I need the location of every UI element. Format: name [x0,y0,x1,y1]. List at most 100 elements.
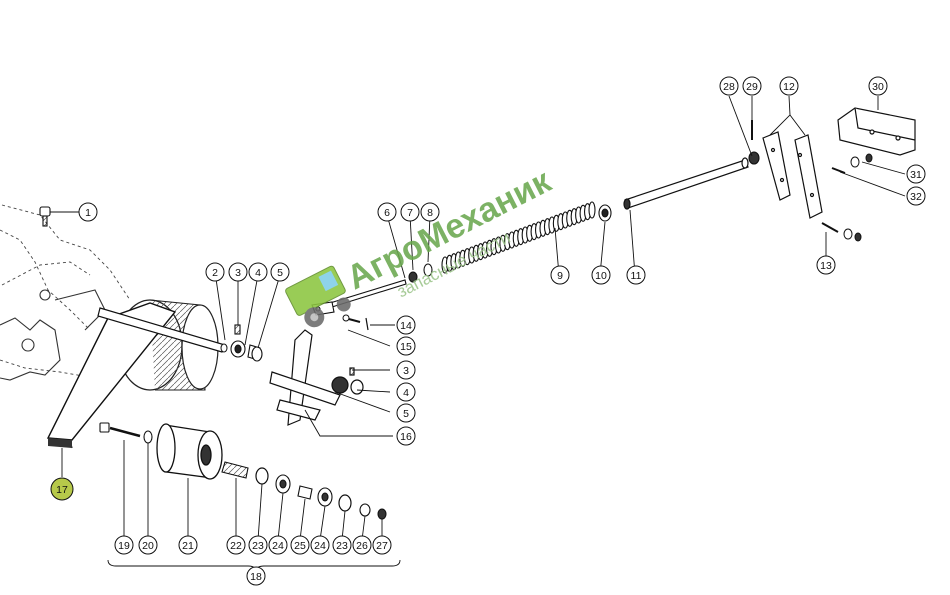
callout-number: 1 [85,207,91,219]
gearbox-housing [0,289,106,381]
callout-number: 17 [56,484,68,496]
belt-pulley-drum [117,299,219,391]
callout-number: 28 [723,81,735,93]
callout-29: 29 [742,76,762,96]
shaft-part-11 [623,157,749,210]
callout-number: 31 [910,169,922,181]
callout-3: 3 [396,360,416,380]
bearing-parts-24 [275,474,333,507]
bushing-parts-3-4-5 [230,324,263,362]
callout-number: 9 [557,270,563,282]
fasteners-parts-28-29 [748,120,760,165]
fasteners-parts-31-32 [831,153,873,174]
callout-31: 31 [906,164,926,184]
callout-18: 18 [246,566,266,586]
leader-lines [50,95,906,573]
callout-2: 2 [205,262,225,282]
spring-coil [588,201,596,219]
callout-circle [50,477,74,501]
callout-number: 24 [314,540,326,552]
callout-15: 15 [396,336,416,356]
callout-circle [228,262,248,282]
callout-number: 13 [820,260,832,272]
callout-circle [906,186,926,206]
callout-32: 32 [906,186,926,206]
cover-part-30 [837,107,916,156]
callout-circle [270,262,290,282]
callout-26: 26 [352,535,372,555]
callout-number: 26 [356,540,368,552]
callout-circle [205,262,225,282]
callout-circle [377,202,397,222]
callout-circle [906,164,926,184]
callout-4: 4 [248,262,268,282]
lever-assembly-part-16 [269,329,364,426]
sleeve-part-22 [221,461,249,479]
callout-circle [400,202,420,222]
callout-circle [742,76,762,96]
callout-number: 21 [182,540,194,552]
callout-12: 12 [779,76,799,96]
callout-28: 28 [719,76,739,96]
callout-number: 24 [272,540,284,552]
callout-circle [248,535,268,555]
callout-circle [352,535,372,555]
washer-part-20 [143,430,153,444]
callout-10: 10 [591,265,611,285]
callout-number: 5 [403,408,409,420]
callout-circle [114,535,134,555]
callout-24: 24 [268,535,288,555]
callout-circle [396,336,416,356]
callout-number: 4 [403,387,409,399]
callout-7: 7 [400,202,420,222]
callout-circle [246,566,266,586]
callout-13: 13 [816,255,836,275]
callout-number: 29 [746,81,758,93]
roller-part-21 [156,423,223,480]
callout-number: 30 [872,81,884,93]
callout-number: 27 [376,540,388,552]
callout-circle [396,426,416,446]
callout-number: 15 [400,341,412,353]
callout-circle [310,535,330,555]
spacer-part-25 [297,485,313,500]
callout-1: 1 [78,202,98,222]
callout-9: 9 [550,265,570,285]
callout-circle [396,382,416,402]
callout-23: 23 [248,535,268,555]
callout-circle [178,535,198,555]
callout-20: 20 [138,535,158,555]
callout-circle [78,202,98,222]
callout-6: 6 [377,202,397,222]
callout-circle [372,535,392,555]
callout-number: 16 [400,431,412,443]
callout-number: 4 [255,267,261,279]
callout-circle [550,265,570,285]
callout-circle [332,535,352,555]
callout-circle [290,535,310,555]
bolt-part-19 [99,422,141,438]
callout-number: 22 [230,540,242,552]
callout-number: 32 [910,191,922,203]
callout-circle [396,360,416,380]
callout-4: 4 [396,382,416,402]
nut-washer-parts-26-27 [359,503,387,520]
callout-number: 25 [294,540,306,552]
callout-circle [396,403,416,423]
callout-circle [396,315,416,335]
callout-number: 3 [403,365,409,377]
callout-number: 23 [252,540,264,552]
callout-number: 18 [250,571,262,583]
callout-circle [719,76,739,96]
callout-23: 23 [332,535,352,555]
callout-22: 22 [226,535,246,555]
callout-3: 3 [228,262,248,282]
callout-number: 3 [235,267,241,279]
callout-circle [779,76,799,96]
callout-number: 23 [336,540,348,552]
callout-number: 19 [118,540,130,552]
callout-8: 8 [420,202,440,222]
callout-circle [626,265,646,285]
